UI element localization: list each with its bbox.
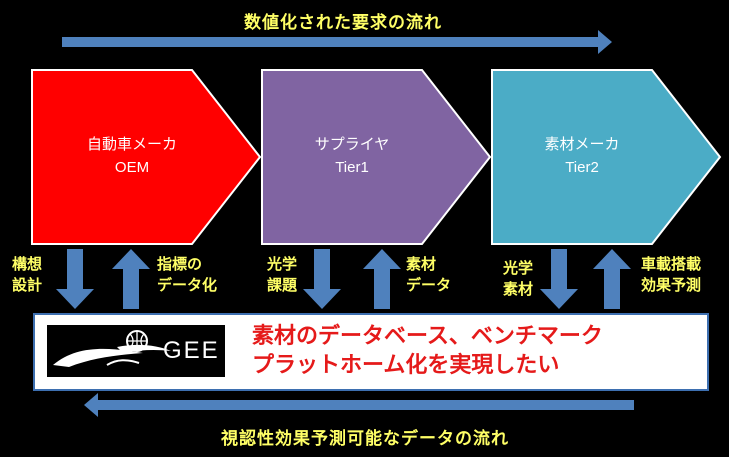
tier1-box: サプライヤ Tier1 (262, 133, 442, 179)
goal-message-line1: 素材のデータベース、ベンチマーク (252, 324, 603, 349)
oem-box-shape (31, 69, 262, 245)
tier1-box-sub: Tier1 (335, 159, 369, 176)
gee-logo-text: GEE (163, 337, 220, 364)
tier1-up-arrow (363, 249, 401, 309)
bottom-flow-arrow (84, 393, 634, 417)
gee-logo: GEE (47, 325, 225, 377)
oem-up-label: 指標の データ化 (157, 255, 218, 294)
tier1-down-label: 光学 課題 (267, 255, 298, 294)
bottom-flow-title: 視認性効果予測可能なデータの流れ (221, 429, 509, 449)
oem-down-label: 構想 設計 (12, 255, 43, 294)
top-flow-arrow (62, 30, 612, 54)
oem-box-title: 自動車メーカ (86, 135, 177, 153)
gee-logo-mark (53, 330, 171, 367)
oem-up-arrow (112, 249, 150, 309)
tier1-box-shape (261, 69, 492, 245)
tier2-down-arrow (540, 249, 578, 309)
goal-message-line2: プラットホーム化を実現したい (252, 353, 560, 378)
tier2-down-label: 光学 素材 (503, 259, 534, 298)
oem-box-sub: OEM (114, 159, 150, 176)
tier2-box-sub: Tier2 (565, 159, 599, 176)
oem-box: 自動車メーカ OEM (42, 133, 222, 179)
goal-message: 素材のデータベース、ベンチマーク プラットホーム化を実現したい (252, 322, 603, 380)
top-flow-title: 数値化された要求の流れ (244, 13, 442, 33)
oem-down-arrow (56, 249, 94, 309)
tier2-box-shape (491, 69, 722, 245)
tier2-box: 素材メーカ Tier2 (492, 133, 672, 179)
tier2-up-label: 車載搭載 効果予測 (641, 255, 702, 294)
tier2-box-title: 素材メーカ (544, 135, 620, 153)
tier2-up-arrow (593, 249, 631, 309)
tier1-up-label: 素材 データ (406, 255, 452, 294)
tier1-box-title: サプライヤ (314, 135, 390, 153)
tier1-down-arrow (303, 249, 341, 309)
